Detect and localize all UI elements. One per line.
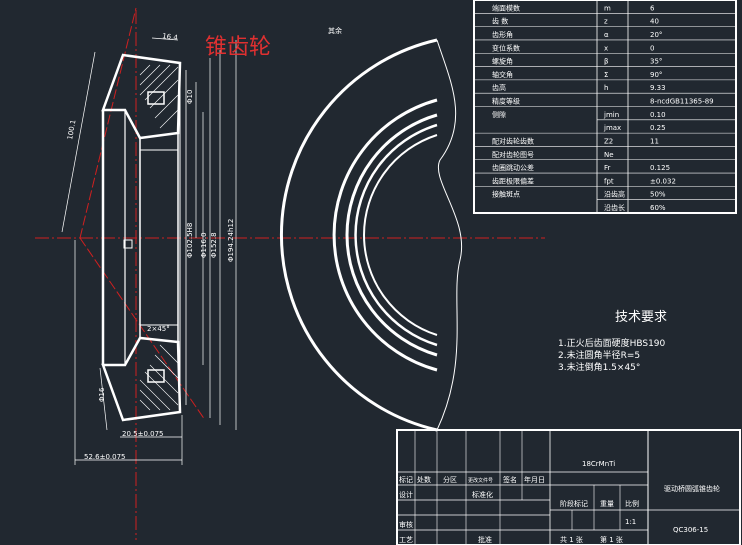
- tb-weight: 重量: [600, 500, 614, 508]
- dim-mount-distance: 20.5±0.075: [122, 430, 164, 438]
- tb-sheets-total: 共 1 张: [560, 535, 583, 544]
- param-cell-sym: α: [604, 31, 609, 39]
- param-cell-val: 6: [650, 4, 655, 12]
- param-cell-name: 齿 数: [492, 17, 508, 26]
- tech-req-title: 技术要求: [615, 310, 667, 325]
- tb-stage-mark: 阶段标记: [560, 499, 588, 508]
- cone-axis-line-upper: [79, 7, 137, 239]
- dim-hole-dia-lower: Φ16: [98, 387, 106, 402]
- param-cell-name: 配对齿轮图号: [492, 150, 534, 159]
- dim-hub: Φ116.0: [200, 232, 208, 258]
- dim-hole-dia-upper: Φ10: [186, 90, 194, 104]
- param-cell-val: 0: [650, 44, 654, 52]
- param-cell-val: 9.33: [650, 84, 666, 92]
- scale-value: 1:1: [625, 518, 636, 526]
- tb-approve: 批准: [478, 535, 492, 544]
- tech-req-item-1: 1.正火后齿面硬度HBS190: [558, 337, 666, 349]
- param-cell-sym: x: [604, 44, 608, 52]
- dim-bore: Φ102.5H8: [186, 223, 194, 258]
- param-cell-sym: Z2: [604, 137, 613, 145]
- dim-cone-distance: 100.1: [66, 119, 77, 140]
- gear-section-view: [101, 53, 187, 422]
- param-cell-sym: β: [604, 58, 608, 66]
- param-cell-val: 0.125: [650, 164, 670, 172]
- tb-count: 处数: [417, 475, 431, 484]
- param-cell-name: 变位系数: [492, 43, 520, 52]
- param-cell-sym: m: [604, 4, 611, 12]
- dimension-lines: [61, 37, 237, 465]
- param-cell-val: ±0.032: [650, 177, 676, 185]
- tb-process: 工艺: [399, 536, 413, 544]
- dim-total-length: 52.6±0.075: [84, 453, 126, 461]
- param-cell-name: 配对齿轮齿数: [492, 136, 534, 145]
- param-cell-val: 20°: [650, 31, 662, 39]
- tb-sheet-no: 第 1 张: [600, 535, 623, 544]
- material: 18CrMnTi: [582, 460, 615, 468]
- tech-req-item-3: 3.未注倒角1.5×45°: [558, 361, 640, 373]
- tb-zone: 分区: [443, 475, 457, 484]
- tb-date: 年月日: [524, 475, 545, 484]
- tb-mark: 标记: [399, 475, 413, 484]
- tb-standardize: 标准化: [472, 490, 493, 499]
- tb-change-doc: 更改文件号: [468, 477, 493, 484]
- param-cell-sym: jmin: [603, 111, 619, 119]
- param-cell-val: 8-ncdGB11365-89: [650, 98, 714, 106]
- dim-outer: Φ194.24h12: [227, 219, 235, 262]
- param-cell-sym: Ne: [604, 151, 614, 159]
- title-block-frame: [396, 429, 741, 545]
- param-cell-name: 齿高: [492, 83, 506, 92]
- param-cell-val: 60%: [650, 204, 666, 212]
- parameter-table-rows: 端面模数 m 6 齿 数 z 40 齿形角 α 20° 变位系数 x 0 螺旋角 β 35° 轴交角 Σ 90° 齿…: [474, 3, 736, 212]
- param-cell-val: 50%: [650, 191, 666, 199]
- param-cell-sym: Σ: [604, 71, 608, 79]
- tb-sign: 签名: [503, 475, 517, 484]
- param-cell-val: 0.10: [650, 111, 666, 119]
- param-cell-sym: fpt: [604, 177, 614, 185]
- param-cell-name: 精度等级: [492, 97, 520, 106]
- param-cell-name: 侧隙: [492, 110, 506, 119]
- param-cell-val: 90°: [650, 71, 662, 79]
- param-cell-name: 端面模数: [492, 3, 520, 12]
- param-cell-name: 轴交角: [492, 70, 513, 79]
- param-cell-sym: 沿齿长: [604, 203, 625, 212]
- param-cell-val: 35°: [650, 58, 662, 66]
- tb-scale-label: 比例: [625, 499, 639, 508]
- drawing-title: 锥齿轮: [205, 35, 271, 60]
- tech-req-item-2: 2.未注圆角半径R=5: [558, 349, 640, 361]
- tb-design: 设计: [399, 490, 413, 499]
- drawing-number: QC306-15: [673, 526, 708, 534]
- param-cell-name: 齿形角: [492, 30, 513, 39]
- param-cell-name: 齿圈跳动公差: [492, 163, 534, 172]
- gear-front-view: [279, 38, 463, 432]
- dim-flange: Φ152.8: [210, 232, 218, 258]
- param-cell-sym: z: [604, 18, 608, 26]
- remainder-roughness-note: 其余: [328, 26, 342, 35]
- param-cell-val: 11: [650, 137, 659, 145]
- cone-axis-line-lower: [79, 237, 206, 421]
- param-cell-val: 0.25: [650, 124, 666, 132]
- param-cell-val: 40: [650, 18, 659, 26]
- dim-chamfer: 2×45°: [147, 325, 170, 333]
- param-cell-sym: h: [604, 84, 608, 92]
- param-cell-sym: Fr: [604, 164, 611, 172]
- part-name: 驱动桥圆弧锥齿轮: [664, 484, 720, 493]
- param-cell-name: 齿距极限偏差: [492, 176, 534, 185]
- param-cell-name: 螺旋角: [492, 57, 513, 66]
- param-cell-sym: jmax: [603, 124, 621, 132]
- dim-face-width: 16.4: [162, 32, 179, 42]
- tb-review: 审核: [399, 520, 413, 529]
- param-cell-name: 接触斑点: [492, 190, 520, 199]
- param-cell-sym: 沿齿高: [604, 190, 625, 199]
